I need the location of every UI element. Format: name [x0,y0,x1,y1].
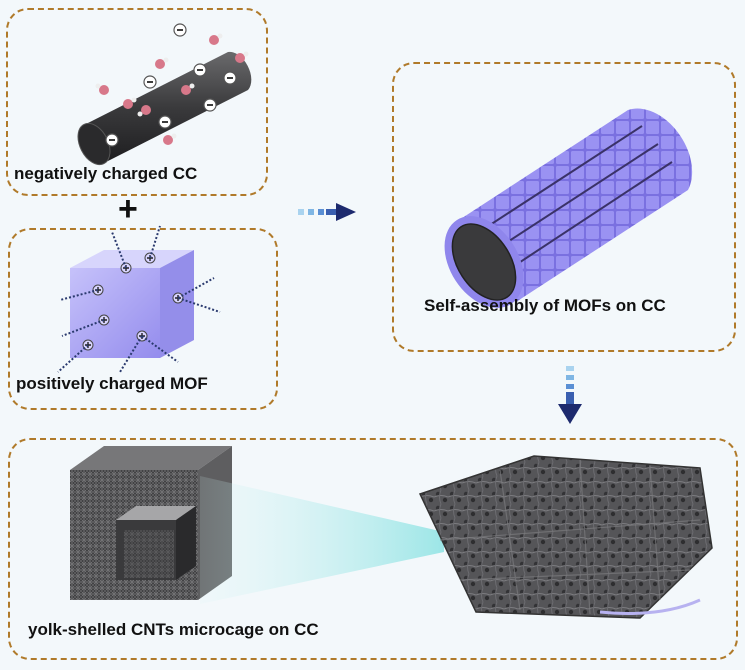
panel-positively-charged-mof [8,228,278,410]
plus-sign: + [118,190,138,228]
panel-negatively-charged-cc [6,8,268,196]
caption-yolk-shelled-microcage: yolk-shelled CNTs microcage on CC [28,620,319,639]
negative-cc-cylinder-illustration [77,23,252,166]
caption-negatively-charged-cc: negatively charged CC [14,164,198,183]
caption-self-assembly: Self-assembly of MOFs on CC [424,296,666,315]
caption-positively-charged-mof: positively charged MOF [16,374,208,393]
woven-carbon-cloth-illustration [418,455,713,619]
zoom-beam [200,476,444,604]
arrow-down-icon [558,366,582,424]
panel-self-assembly [392,62,736,352]
mof-on-cc-cylinder-illustration [444,108,693,308]
positive-mof-cube-illustration [57,225,221,373]
panel-yolk-shelled-microcage [8,438,738,660]
arrow-right-icon [298,203,356,221]
